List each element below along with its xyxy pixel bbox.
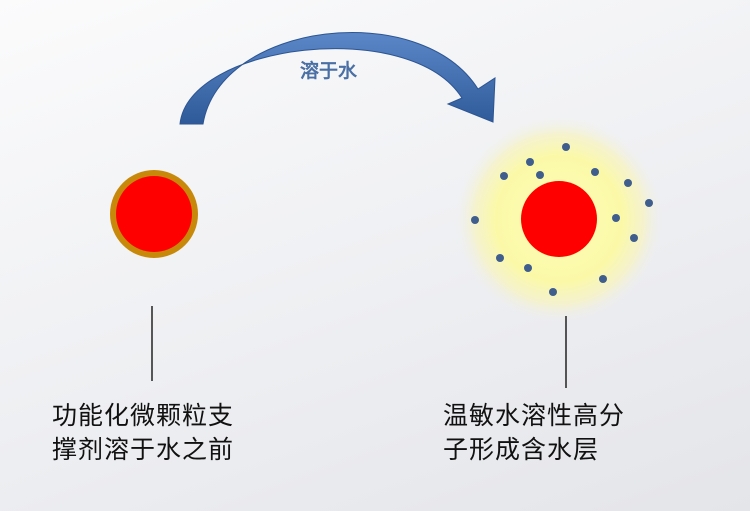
polymer-dot [471, 216, 479, 224]
polymer-dot [524, 264, 532, 272]
polymer-dot [645, 199, 653, 207]
right-caption-line-2: 子形成含水层 [443, 435, 600, 464]
left-caption-line-1: 功能化微颗粒支 [52, 401, 235, 430]
polymer-dot [591, 168, 599, 176]
polymer-dots [471, 143, 653, 296]
polymer-dot [549, 288, 557, 296]
polymer-dot [624, 179, 632, 187]
polymer-dot [526, 158, 534, 166]
left-particle-core [116, 176, 192, 252]
polymer-dot [536, 171, 544, 179]
left-caption-line-2: 撑剂溶于水之前 [52, 435, 235, 464]
right-particle-core [521, 181, 597, 257]
polymer-dot [562, 143, 570, 151]
dissolve-arrow [179, 31, 496, 125]
polymer-dot [500, 172, 508, 180]
polymer-dot [496, 254, 504, 262]
right-caption: 温敏水溶性高分 子形成含水层 [443, 399, 625, 467]
left-caption: 功能化微颗粒支 撑剂溶于水之前 [52, 399, 234, 467]
right-caption-line-1: 温敏水溶性高分 [443, 401, 626, 430]
polymer-dot [599, 275, 607, 283]
polymer-dot [612, 214, 620, 222]
arrow-label: 溶于水 [300, 60, 358, 82]
polymer-dot [630, 234, 638, 242]
